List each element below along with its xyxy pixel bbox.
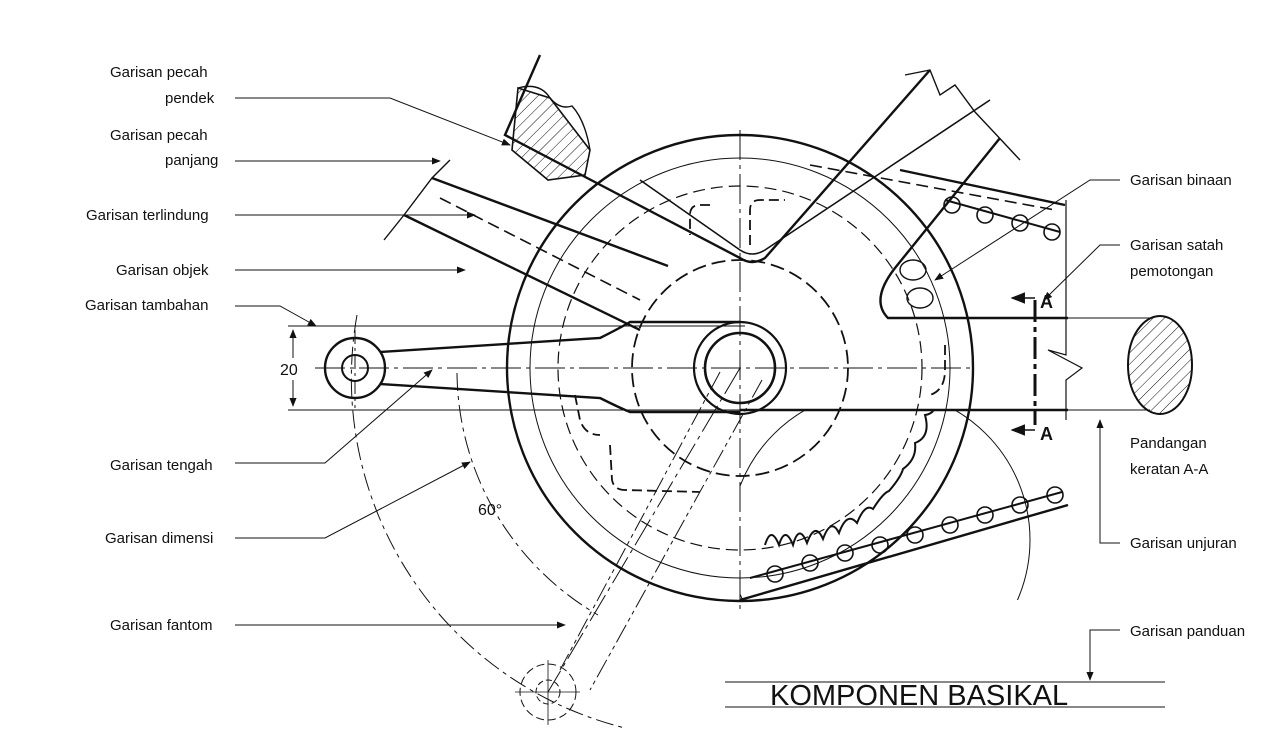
label-pandangan-keratan-2: keratan A-A: [1130, 461, 1208, 478]
label-garisan-satah-2: pemotongan: [1130, 263, 1213, 280]
leader-garisan-unjuran: [1099, 420, 1120, 544]
chain-roller: [801, 554, 819, 572]
label-pandangan-keratan-1: Pandangan: [1130, 435, 1207, 452]
phantom-crank: [515, 367, 763, 725]
chain-roller: [1011, 496, 1029, 514]
drawing-title: KOMPONEN BASIKAL: [770, 680, 1068, 712]
label-garisan-objek: Garisan objek: [116, 262, 209, 279]
rear-long-break: [1047, 200, 1084, 420]
leader-garisan-binaan: [934, 179, 1120, 281]
frame: [383, 54, 1084, 602]
chain-roller: [943, 196, 961, 214]
down-tube-lower-edge: [403, 213, 641, 332]
leader-garisan-pecah-pendek: [235, 97, 511, 146]
seat-tube-inner: [639, 99, 991, 255]
left-labels: Garisan pecah pendek Garisan pecah panja…: [85, 64, 566, 634]
chain-roller: [871, 536, 889, 554]
label-garisan-binaan: Garisan binaan: [1130, 172, 1232, 189]
chain-roller: [1011, 214, 1029, 232]
label-garisan-dimensi: Garisan dimensi: [105, 530, 213, 547]
label-garisan-pecah-pendek-2: pendek: [165, 90, 215, 107]
hidden-spoke-top: [749, 199, 785, 245]
short-break-hatched-section: [511, 86, 591, 181]
dimension-value-20: 20: [280, 362, 298, 379]
teeth-profile: [764, 410, 943, 549]
seat-tube-break: [904, 69, 1021, 161]
label-garisan-pecah-panjang-1: Garisan pecah: [110, 127, 208, 144]
phantom-crank-edge-2: [589, 379, 763, 691]
construction-ellipse-1: [899, 259, 927, 281]
chain-roller: [941, 516, 959, 534]
chain-roller: [1043, 223, 1061, 241]
chain-roller: [976, 506, 994, 524]
chain-stay-upper: [879, 137, 1068, 320]
chain-hidden-line: [809, 164, 1056, 211]
leader-garisan-dimensi: [235, 461, 471, 539]
label-garisan-panduan: Garisan panduan: [1130, 623, 1245, 640]
section-marker-bottom: A: [1040, 424, 1053, 444]
seat-tube: [503, 54, 931, 264]
chain-roller: [976, 206, 994, 224]
phantom-arc: [350, 314, 626, 729]
construction-ellipse-2: [906, 287, 934, 309]
label-garisan-satah-1: Garisan satah: [1130, 237, 1223, 254]
teeth-pitch-arc: [740, 410, 1031, 600]
label-garisan-unjuran: Garisan unjuran: [1130, 535, 1237, 552]
chain-roller: [766, 565, 784, 583]
phantom-crank-edge-1: [559, 371, 721, 671]
pedal-boss: [323, 336, 387, 400]
hidden-spoke-right: [929, 345, 946, 396]
crank-boss-outer: [692, 320, 788, 416]
angle-dimension-arc: [456, 372, 599, 616]
hidden-spoke-left-lower: [574, 394, 601, 436]
label-garisan-tengah: Garisan tengah: [110, 457, 213, 474]
leader-garisan-satah-pemotongan: [1043, 244, 1120, 301]
hidden-spoke-left: [689, 204, 710, 235]
down-tube-upper-edge: [431, 176, 669, 268]
phantom-crank-centre: [547, 367, 741, 693]
down-tube-long-break: [383, 159, 451, 241]
chain-roller: [836, 544, 854, 562]
crank-upper-edge: [379, 320, 740, 354]
section-marker-top: A: [1040, 292, 1053, 312]
pedal-hole: [341, 354, 369, 382]
right-labels: Garisan binaan Garisan satah pemotongan …: [934, 172, 1245, 681]
dimensions: 20 60°: [280, 314, 745, 729]
label-garisan-pecah-panjang-2: panjang: [165, 152, 218, 169]
dimension-value-60: 60°: [478, 502, 502, 519]
chain-stay-bottom: [739, 503, 1069, 602]
chain-roller: [1046, 486, 1064, 504]
section-view-a-a: [1127, 315, 1193, 415]
chain-roller: [906, 526, 924, 544]
crank-arm: [323, 320, 788, 416]
crank-boss: [703, 331, 777, 405]
label-garisan-tambahan: Garisan tambahan: [85, 297, 208, 314]
cutting-plane: A A: [1010, 292, 1193, 444]
centre-lines: [315, 130, 975, 610]
title-block: KOMPONEN BASIKAL: [725, 680, 1165, 712]
short-break-edge: [517, 85, 591, 151]
leader-garisan-panduan: [1086, 629, 1120, 681]
sprocket-teeth: [740, 410, 1031, 600]
leader-garisan-tambahan: [235, 305, 317, 327]
crank-lower-edge: [379, 382, 740, 414]
label-garisan-terlindung: Garisan terlindung: [86, 207, 209, 224]
down-tube-hidden-line: [439, 197, 641, 301]
leader-garisan-tengah: [235, 369, 433, 464]
label-garisan-fantom: Garisan fantom: [110, 617, 213, 634]
chain: [749, 196, 1064, 583]
chain-upper-link-line: [944, 199, 1061, 233]
chain-stay-top: [899, 168, 1066, 207]
hidden-spoke-lower: [609, 444, 701, 493]
label-garisan-pecah-pendek-1: Garisan pecah: [110, 64, 208, 81]
